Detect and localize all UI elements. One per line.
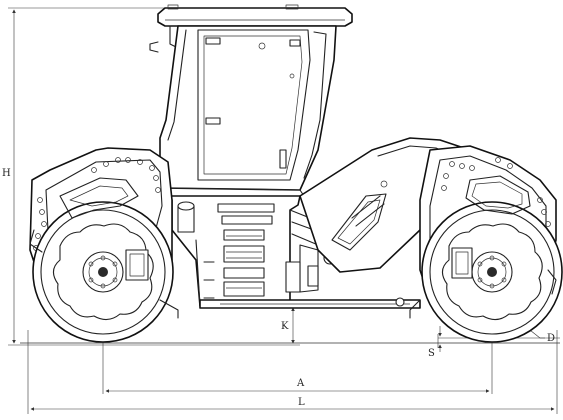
dimension-label-h: H <box>2 168 11 179</box>
dimension-lines <box>8 7 560 414</box>
dimension-label-d: D <box>547 333 555 344</box>
engine-vents <box>217 203 275 297</box>
dimension-labels: H A L K S D <box>2 168 555 408</box>
dimension-label-a: A <box>296 378 305 389</box>
rear-drum-assembly <box>29 147 179 343</box>
front-drum-assembly <box>409 145 563 343</box>
dimension-label-s: S <box>428 348 435 359</box>
dimension-label-l: L <box>298 397 305 408</box>
operator-cab <box>149 4 353 197</box>
filler-cap <box>177 201 195 233</box>
dimension-label-k: K <box>281 321 289 332</box>
